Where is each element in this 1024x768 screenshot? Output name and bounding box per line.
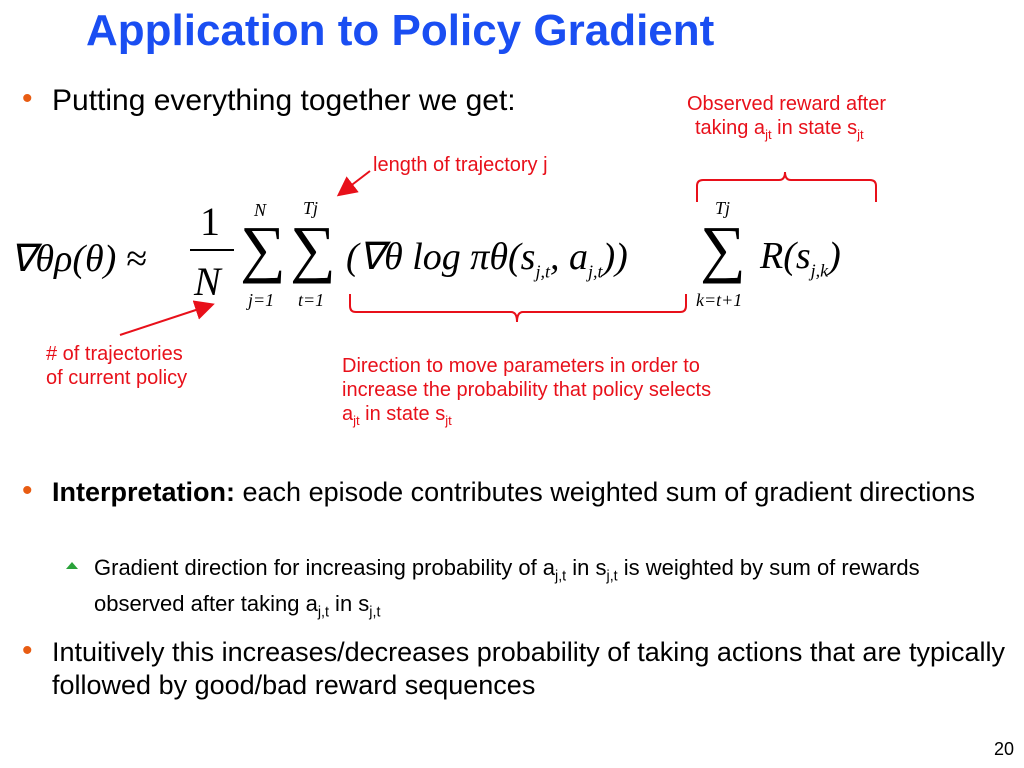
annotation-num-trajectories: # of trajectories of current policy <box>46 343 188 389</box>
sum1-upper-limit: N <box>254 200 267 220</box>
sum1-sigma: ∑ <box>240 213 286 284</box>
sum1-lower-limit: j=1 <box>248 290 275 310</box>
annotation-observed-reward: Observed reward after taking ajt in stat… <box>687 92 886 147</box>
bullet-intuitively: Intuitively this increases/decreases pro… <box>52 637 1005 700</box>
bullet-dot: • <box>22 634 33 667</box>
bullet-dot: • <box>22 474 33 507</box>
page-number: 20 <box>993 739 1014 759</box>
sum3-upper-limit: Tj <box>715 198 731 218</box>
brace-direction <box>349 294 687 323</box>
sum2-sigma: ∑ <box>290 213 336 284</box>
slide-title: Application to Policy Gradient <box>86 6 715 55</box>
annotation-length-trajectory: length of trajectory j <box>373 154 548 176</box>
fraction-bar <box>190 249 234 251</box>
annotation-observed-line2: taking ajt in state sjt <box>695 117 864 142</box>
sub-bullet-triangle-icon <box>66 562 78 569</box>
sum3-lower-limit: k=t+1 <box>696 290 743 310</box>
bullet-dot: • <box>22 82 33 115</box>
bullet-putting-together: Putting everything together we get: <box>52 84 516 117</box>
annotation-direction: Direction to move parameters in order to… <box>342 355 712 428</box>
annotation-observed-line1: Observed reward after <box>687 93 886 115</box>
sum3-sigma: ∑ <box>700 213 746 284</box>
equation-grad-log-term: (∇θ log πθ(sj,t, aj,t)) <box>346 236 628 282</box>
arrow-num-trajectories <box>119 300 215 336</box>
sum2-lower-limit: t=1 <box>298 290 325 310</box>
equation-fraction-denominator: N <box>194 259 221 304</box>
sum2-upper-limit: Tj <box>303 198 319 218</box>
bullet-interpretation: Interpretation: each episode contributes… <box>52 477 975 507</box>
equation-reward-term: R(sj,k) <box>760 235 841 281</box>
arrow-length-trajectory <box>336 170 371 197</box>
equation-lhs: ∇θρ(θ) ≈ <box>10 238 147 280</box>
equation-fraction-numerator: 1 <box>200 199 220 244</box>
sub-bullet-gradient-direction: Gradient direction for increasing probab… <box>94 555 920 621</box>
brace-observed-reward <box>696 171 877 202</box>
